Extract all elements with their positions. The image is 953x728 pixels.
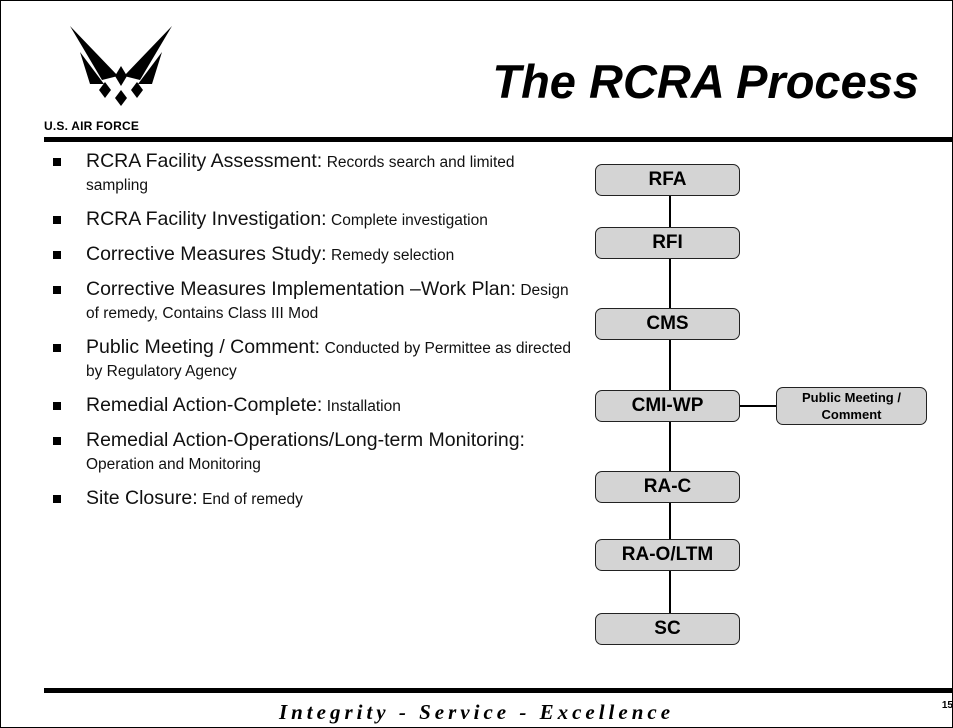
flow-step: RA-O/LTM: [595, 539, 740, 571]
footer-rule: [44, 688, 953, 693]
bullet-detail: Conducted by Permittee as directed by Re…: [86, 340, 571, 380]
bullet-lead: Corrective Measures Implementation –Work…: [86, 278, 516, 300]
bullet-lead: RCRA Facility Investigation:: [86, 208, 327, 230]
bullet-item: Site Closure: End of remedy: [50, 487, 580, 511]
bullet-item: Remedial Action-Complete: Installation: [50, 394, 580, 418]
bullet-list: RCRA Facility Assessment: Records search…: [50, 150, 580, 522]
flow-step: RA-C: [595, 471, 740, 503]
slide-title: The RCRA Process: [492, 55, 919, 108]
org-name: U.S. AIR FORCE: [44, 119, 140, 133]
bullet-item: Corrective Measures Study: Remedy select…: [50, 243, 580, 267]
bullet-item: RCRA Facility Assessment: Records search…: [50, 150, 580, 197]
page-number: 15: [941, 700, 953, 711]
bullet-lead: Public Meeting / Comment:: [86, 336, 321, 358]
bullet-lead: Remedial Action-Complete:: [86, 394, 323, 416]
bullet-lead: Remedial Action-Operations/Long-term Mon…: [86, 429, 525, 451]
bullet-lead: RCRA Facility Assessment:: [86, 150, 323, 172]
bullet-lead: Site Closure:: [86, 487, 198, 509]
bullet-item: Remedial Action-Operations/Long-term Mon…: [50, 429, 580, 476]
flow-step: CMS: [595, 308, 740, 340]
flow-step: RFI: [595, 227, 740, 259]
bullet-item: Public Meeting / Comment: Conducted by P…: [50, 336, 580, 383]
side-node: Public Meeting / Comment: [776, 387, 927, 425]
bullet-detail: Remedy selection: [331, 247, 455, 264]
flow-step: SC: [595, 613, 740, 645]
bullet-detail: Installation: [326, 398, 401, 415]
bullet-detail: End of remedy: [202, 491, 303, 508]
bullet-detail: Records search and limited sampling: [86, 154, 515, 194]
bullet-lead: Corrective Measures Study:: [86, 243, 327, 265]
flow-step: CMI-WP: [595, 390, 740, 422]
header-rule: [44, 137, 953, 142]
bullet-detail: Design of remedy, Contains Class III Mod: [86, 282, 569, 322]
bullet-detail: Operation and Monitoring: [86, 456, 261, 473]
bullet-item: RCRA Facility Investigation: Complete in…: [50, 208, 580, 232]
air-force-logo: [70, 26, 172, 106]
flow-step: RFA: [595, 164, 740, 196]
bullet-item: Corrective Measures Implementation –Work…: [50, 278, 580, 325]
side-node-line: Comment: [821, 407, 882, 422]
footer-motto: Integrity - Service - Excellence: [278, 700, 675, 724]
bullet-detail: Complete investigation: [331, 212, 488, 229]
side-node-line: Public Meeting /: [802, 390, 901, 405]
